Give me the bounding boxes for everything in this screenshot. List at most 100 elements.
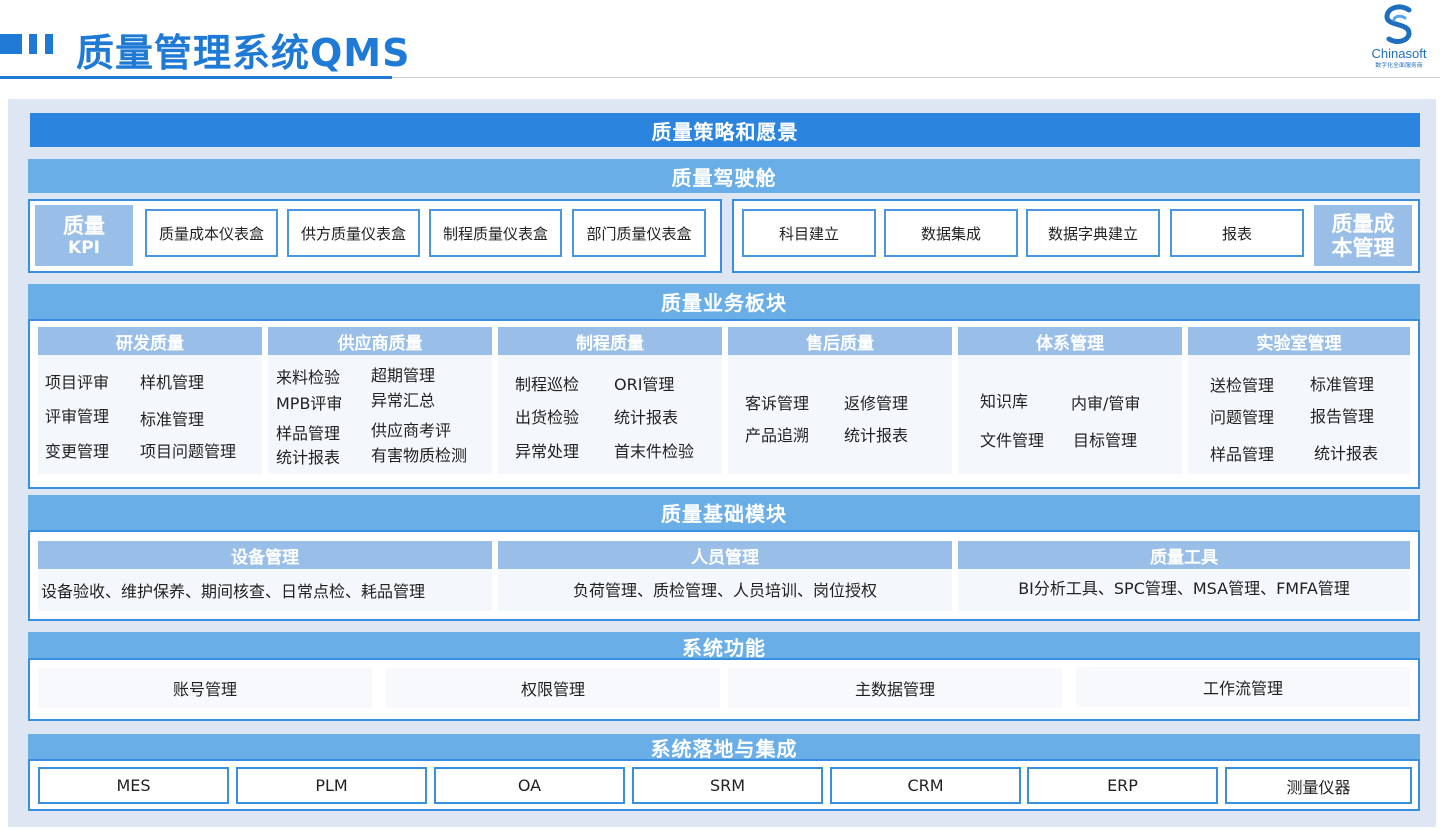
module-title: 质量工具 (958, 541, 1410, 569)
business-module-aftersales: 售后质量 客诉管理 返修管理 产品追溯 统计报表 (728, 327, 952, 474)
module-item[interactable]: MPB评审 (276, 394, 343, 413)
integration-item-measuring[interactable]: 测量仪器 (1225, 767, 1412, 804)
system-item-permission[interactable]: 权限管理 (386, 668, 720, 708)
system-item-workflow[interactable]: 工作流管理 (1076, 667, 1410, 707)
kpi-tag: 质量 KPI (35, 205, 133, 266)
module-item[interactable]: 样品管理 (1210, 445, 1275, 464)
cockpit-title: 质量驾驶舱 (671, 165, 777, 190)
system-item-master-data[interactable]: 主数据管理 (728, 668, 1062, 708)
module-title: 设备管理 (38, 541, 492, 569)
module-item[interactable]: 知识库 (980, 392, 1029, 411)
business-module-supplier: 供应商质量 来料检验 超期管理 MPB评审 异常汇总 样品管理 供应商考评 统计… (268, 327, 492, 474)
module-title: 人员管理 (498, 541, 952, 569)
module-item[interactable]: 客诉管理 (745, 394, 810, 413)
integration-item-mes[interactable]: MES (38, 767, 229, 804)
module-title: 售后质量 (728, 327, 952, 355)
integration-title: 系统落地与集成 (650, 736, 798, 761)
module-item[interactable]: 异常汇总 (371, 391, 436, 410)
module-item[interactable]: 标准管理 (1310, 375, 1375, 394)
system-bar: 系统功能 (28, 632, 1420, 660)
module-item[interactable]: 报告管理 (1310, 407, 1375, 426)
header-deco-bar-3 (45, 34, 53, 54)
module-item[interactable]: 文件管理 (980, 431, 1045, 450)
module-text: 负荷管理、质检管理、人员培训、岗位授权 (572, 581, 877, 600)
business-module-system: 体系管理 知识库 内审/管审 文件管理 目标管理 (958, 327, 1182, 474)
module-title: 制程质量 (498, 327, 722, 355)
module-item[interactable]: 产品追溯 (745, 426, 810, 445)
cost-item-data-integration[interactable]: 数据集成 (884, 209, 1018, 257)
header-rule (392, 77, 1440, 78)
header-underline (0, 76, 392, 79)
business-module-rd: 研发质量 项目评审 样机管理 评审管理 标准管理 变更管理 项目问题管理 (38, 327, 262, 474)
module-item[interactable]: 异常处理 (515, 442, 580, 461)
module-item[interactable]: 统计报表 (1314, 444, 1379, 463)
chinasoft-logo-icon (1384, 4, 1412, 44)
integration-item-plm[interactable]: PLM (236, 767, 427, 804)
foundation-module-equipment: 设备管理 设备验收、维护保养、期间核查、日常点检、耗品管理 (38, 541, 492, 611)
module-item[interactable]: 超期管理 (371, 366, 436, 385)
cost-item-subject[interactable]: 科目建立 (742, 209, 876, 257)
kpi-tag-line1: 质量 (63, 213, 105, 238)
module-item[interactable]: 评审管理 (45, 407, 110, 426)
module-item[interactable]: 标准管理 (140, 410, 205, 429)
cost-tag-line1: 质量成 (1331, 211, 1395, 236)
module-item[interactable]: 统计报表 (844, 426, 909, 445)
integration-item-crm[interactable]: CRM (830, 767, 1021, 804)
page-title: 质量管理系统QMS (76, 31, 411, 75)
module-item[interactable]: ORI管理 (614, 375, 675, 394)
header-deco-bar-1 (0, 34, 22, 54)
header-deco-bar-2 (29, 34, 37, 54)
module-item[interactable]: 变更管理 (45, 442, 110, 461)
dashboard-department[interactable]: 部门质量仪表盒 (572, 209, 706, 257)
module-item[interactable]: 内审/管审 (1071, 394, 1141, 413)
module-title: 体系管理 (958, 327, 1182, 355)
module-item[interactable]: 统计报表 (614, 408, 679, 427)
module-item[interactable]: 样品管理 (276, 424, 341, 443)
module-item[interactable]: 来料检验 (276, 368, 341, 387)
dashboard-process[interactable]: 制程质量仪表盒 (429, 209, 562, 257)
strategy-bar: 质量策略和愿景 (30, 113, 1420, 147)
logo-name: Chinasoft (1371, 46, 1427, 61)
cost-tag-line2: 本管理 (1331, 235, 1395, 260)
module-item[interactable]: 送检管理 (1210, 376, 1275, 395)
module-title: 实验室管理 (1188, 327, 1410, 355)
cost-item-data-dictionary[interactable]: 数据字典建立 (1026, 209, 1160, 257)
module-text: BI分析工具、SPC管理、MSA管理、FMFA管理 (1018, 579, 1350, 598)
dashboard-cost[interactable]: 质量成本仪表盒 (145, 209, 278, 257)
integration-item-srm[interactable]: SRM (632, 767, 823, 804)
integration-item-erp[interactable]: ERP (1027, 767, 1218, 804)
foundation-bar: 质量基础模块 (28, 495, 1420, 530)
kpi-tag-line2: KPI (68, 237, 100, 258)
business-bar: 质量业务板块 (28, 284, 1420, 319)
module-item[interactable]: 出货检验 (515, 408, 580, 427)
chinasoft-logo: Chinasoft 数字化全面服务商 (1364, 4, 1434, 74)
module-item[interactable]: 项目问题管理 (140, 442, 237, 461)
business-module-process: 制程质量 制程巡检 ORI管理 出货检验 统计报表 异常处理 首末件检验 (498, 327, 722, 474)
business-module-lab: 实验室管理 送检管理 标准管理 问题管理 报告管理 样品管理 统计报表 (1188, 327, 1410, 474)
strategy-title: 质量策略和愿景 (651, 119, 799, 144)
module-item[interactable]: 首末件检验 (614, 442, 695, 461)
module-text: 设备验收、维护保养、期间核查、日常点检、耗品管理 (41, 582, 426, 601)
module-item[interactable]: 返修管理 (844, 394, 909, 413)
dashboard-supplier[interactable]: 供方质量仪表盒 (287, 209, 420, 257)
module-item[interactable]: 目标管理 (1073, 431, 1138, 450)
foundation-title: 质量基础模块 (661, 502, 787, 526)
cost-item-report[interactable]: 报表 (1170, 209, 1304, 257)
module-item[interactable]: 问题管理 (1210, 408, 1275, 427)
module-item[interactable]: 样机管理 (140, 373, 205, 392)
system-item-account[interactable]: 账号管理 (38, 668, 372, 708)
system-title: 系统功能 (682, 635, 766, 660)
business-title: 质量业务板块 (661, 291, 787, 315)
integration-bar: 系统落地与集成 (28, 734, 1420, 761)
module-title: 供应商质量 (268, 327, 492, 355)
logo-slogan: 数字化全面服务商 (1375, 61, 1423, 69)
integration-item-oa[interactable]: OA (434, 767, 625, 804)
module-item[interactable]: 统计报表 (276, 448, 341, 467)
module-item[interactable]: 制程巡检 (515, 375, 580, 394)
module-item[interactable]: 项目评审 (45, 373, 110, 392)
module-item[interactable]: 供应商考评 (371, 421, 452, 440)
cost-tag: 质量成 本管理 (1314, 205, 1412, 266)
module-item[interactable]: 有害物质检测 (371, 446, 468, 465)
cockpit-bar: 质量驾驶舱 (28, 159, 1420, 193)
foundation-module-personnel: 人员管理 负荷管理、质检管理、人员培训、岗位授权 (498, 541, 952, 611)
